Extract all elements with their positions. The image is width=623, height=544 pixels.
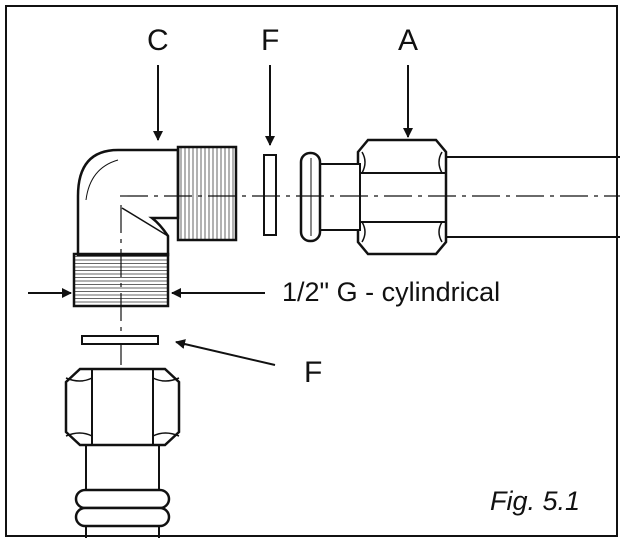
lower-pipe bbox=[74, 445, 171, 538]
figure-frame bbox=[5, 5, 618, 537]
elbow-fitting bbox=[76, 148, 180, 257]
gasket-top bbox=[263, 154, 277, 236]
thread-spec-label: 1/2" G - cylindrical bbox=[282, 277, 501, 307]
label-f-top: F bbox=[261, 24, 280, 57]
hex-nut-a bbox=[356, 138, 448, 256]
figure-caption: Fig. 5.1 bbox=[490, 486, 581, 516]
hex-nut-bottom bbox=[64, 367, 181, 447]
label-c: C bbox=[147, 24, 169, 57]
elbow-thread-horizontal bbox=[176, 145, 238, 242]
pipe-collar bbox=[299, 151, 361, 243]
arrow-f-bottom bbox=[175, 339, 276, 366]
gasket-bottom bbox=[81, 335, 159, 345]
label-a: A bbox=[398, 24, 419, 57]
label-f-bottom: F bbox=[304, 356, 323, 389]
horizontal-pipe bbox=[442, 156, 620, 238]
